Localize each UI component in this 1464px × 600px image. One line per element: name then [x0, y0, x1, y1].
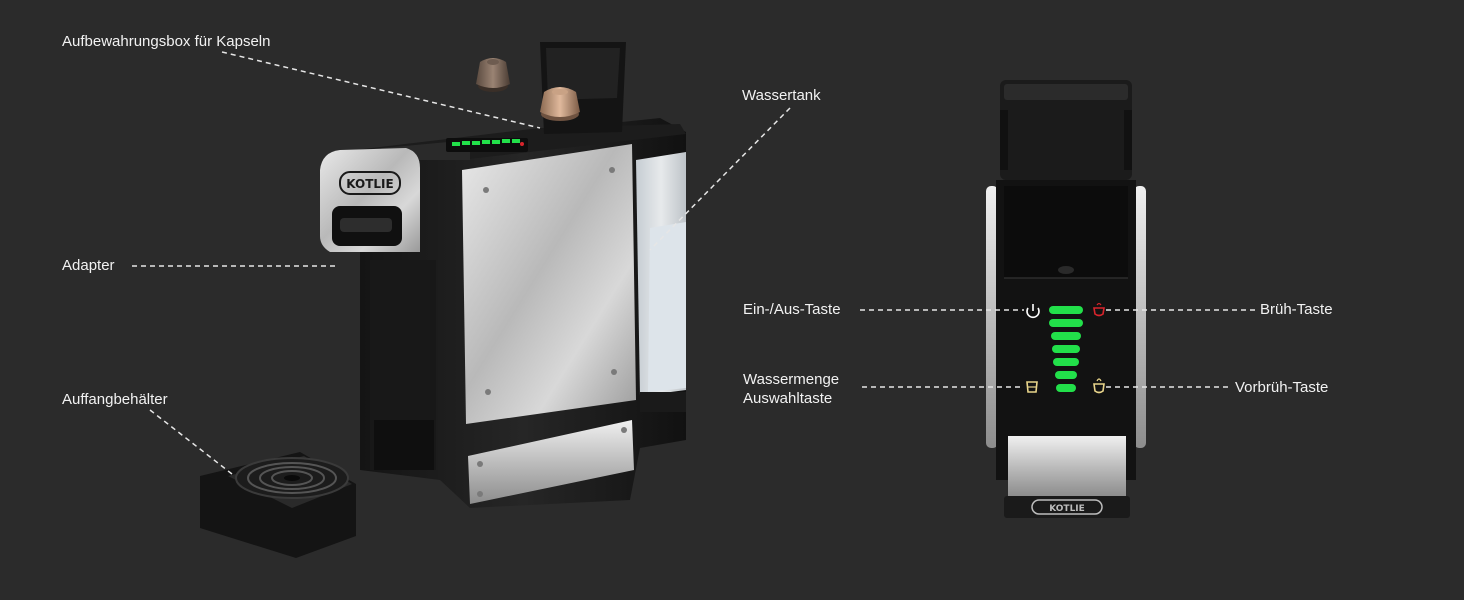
capsule-copper	[540, 87, 580, 121]
water-level-led-bars	[1049, 306, 1083, 392]
label-water-amount-line1: Wassermenge	[743, 371, 840, 388]
label-prebrew-button: Vorbrüh-Taste	[1235, 379, 1329, 396]
machine-side-view: KOTLIE	[320, 42, 686, 508]
led-segment	[1049, 319, 1083, 327]
kotlie-logo-front: KOTLIE	[1031, 499, 1103, 515]
kotlie-logo-side: KOTLIE	[339, 171, 401, 195]
logo-text-side: KOTLIE	[346, 177, 393, 191]
leader-drip-tray	[149, 409, 233, 475]
water-tank	[636, 152, 686, 412]
top-control-bar	[446, 138, 528, 152]
led-segment	[1055, 371, 1077, 379]
logo-text-front: KOTLIE	[1049, 504, 1085, 514]
label-capsule-box: Aufbewahrungsbox für Kapseln	[62, 33, 271, 50]
label-adapter: Adapter	[62, 257, 115, 274]
label-drip-tray: Auffangbehälter	[62, 391, 168, 408]
leader-water-tank	[649, 107, 791, 251]
prebrew-icon	[1093, 378, 1105, 394]
led-segment	[1052, 345, 1080, 353]
label-brew-button: Brüh-Taste	[1260, 301, 1333, 318]
machine-front-view: KOTLIE	[986, 80, 1146, 518]
label-water-tank: Wassertank	[742, 87, 821, 104]
steel-side-panel	[462, 144, 636, 424]
led-segment	[1056, 384, 1076, 392]
label-water-amount-line2: Auswahltaste	[743, 390, 833, 407]
water-cup-icon	[1026, 381, 1038, 393]
front-control-panel	[1026, 302, 1105, 394]
leader-capsule-box	[221, 51, 541, 129]
drip-tray	[200, 452, 356, 558]
leader-lines	[132, 51, 1256, 475]
capsule-dark	[476, 58, 510, 92]
led-segment	[1051, 332, 1081, 340]
power-icon	[1026, 304, 1040, 319]
led-segment	[1049, 306, 1083, 314]
led-segment	[1053, 358, 1079, 366]
label-power-button: Ein-/Aus-Taste	[743, 301, 841, 318]
brew-cup-icon	[1093, 302, 1105, 317]
